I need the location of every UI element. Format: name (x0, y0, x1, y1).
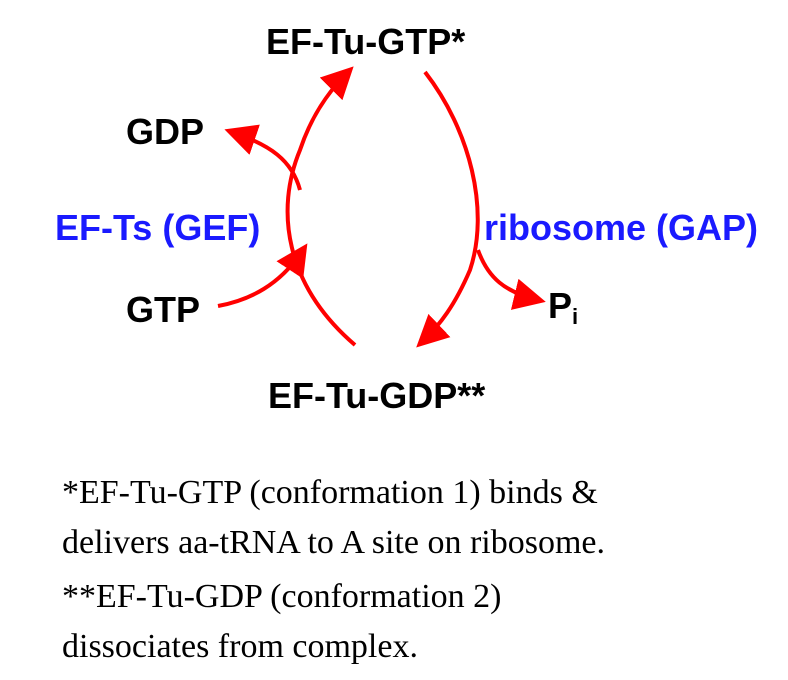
pi-release-arrow (476, 249, 546, 310)
ef-tu-gtp-label: EF-Tu-GTP* (266, 21, 466, 62)
ribosome-gap-label: ribosome (GAP) (484, 207, 759, 248)
ef-ts-gef-label: EF-Ts (GEF) (55, 207, 261, 248)
gtp-label: GTP (126, 289, 201, 330)
right-arc-arrow (416, 70, 480, 348)
footnote-line-3: **EF-Tu-GDP (conformation 2) (62, 578, 502, 615)
footnote-line-2: delivers aa-tRNA to A site on ribosome. (62, 524, 605, 561)
gdp-label: GDP (126, 111, 205, 152)
footnote-line-1: *EF-Tu-GTP (conformation 1) binds & (62, 474, 598, 511)
left-arc-arrow (285, 66, 357, 347)
pi-label: Pi (548, 288, 578, 328)
pi-subscript: i (572, 304, 579, 329)
gtp-entry-arrow (217, 243, 308, 308)
footnote-line-4: dissociates from complex. (62, 628, 418, 665)
pi-main: P (548, 285, 573, 326)
cycle-arrows (217, 66, 546, 348)
ef-tu-gdp-label: EF-Tu-GDP** (268, 375, 486, 416)
gdp-release-arrow (224, 124, 302, 191)
